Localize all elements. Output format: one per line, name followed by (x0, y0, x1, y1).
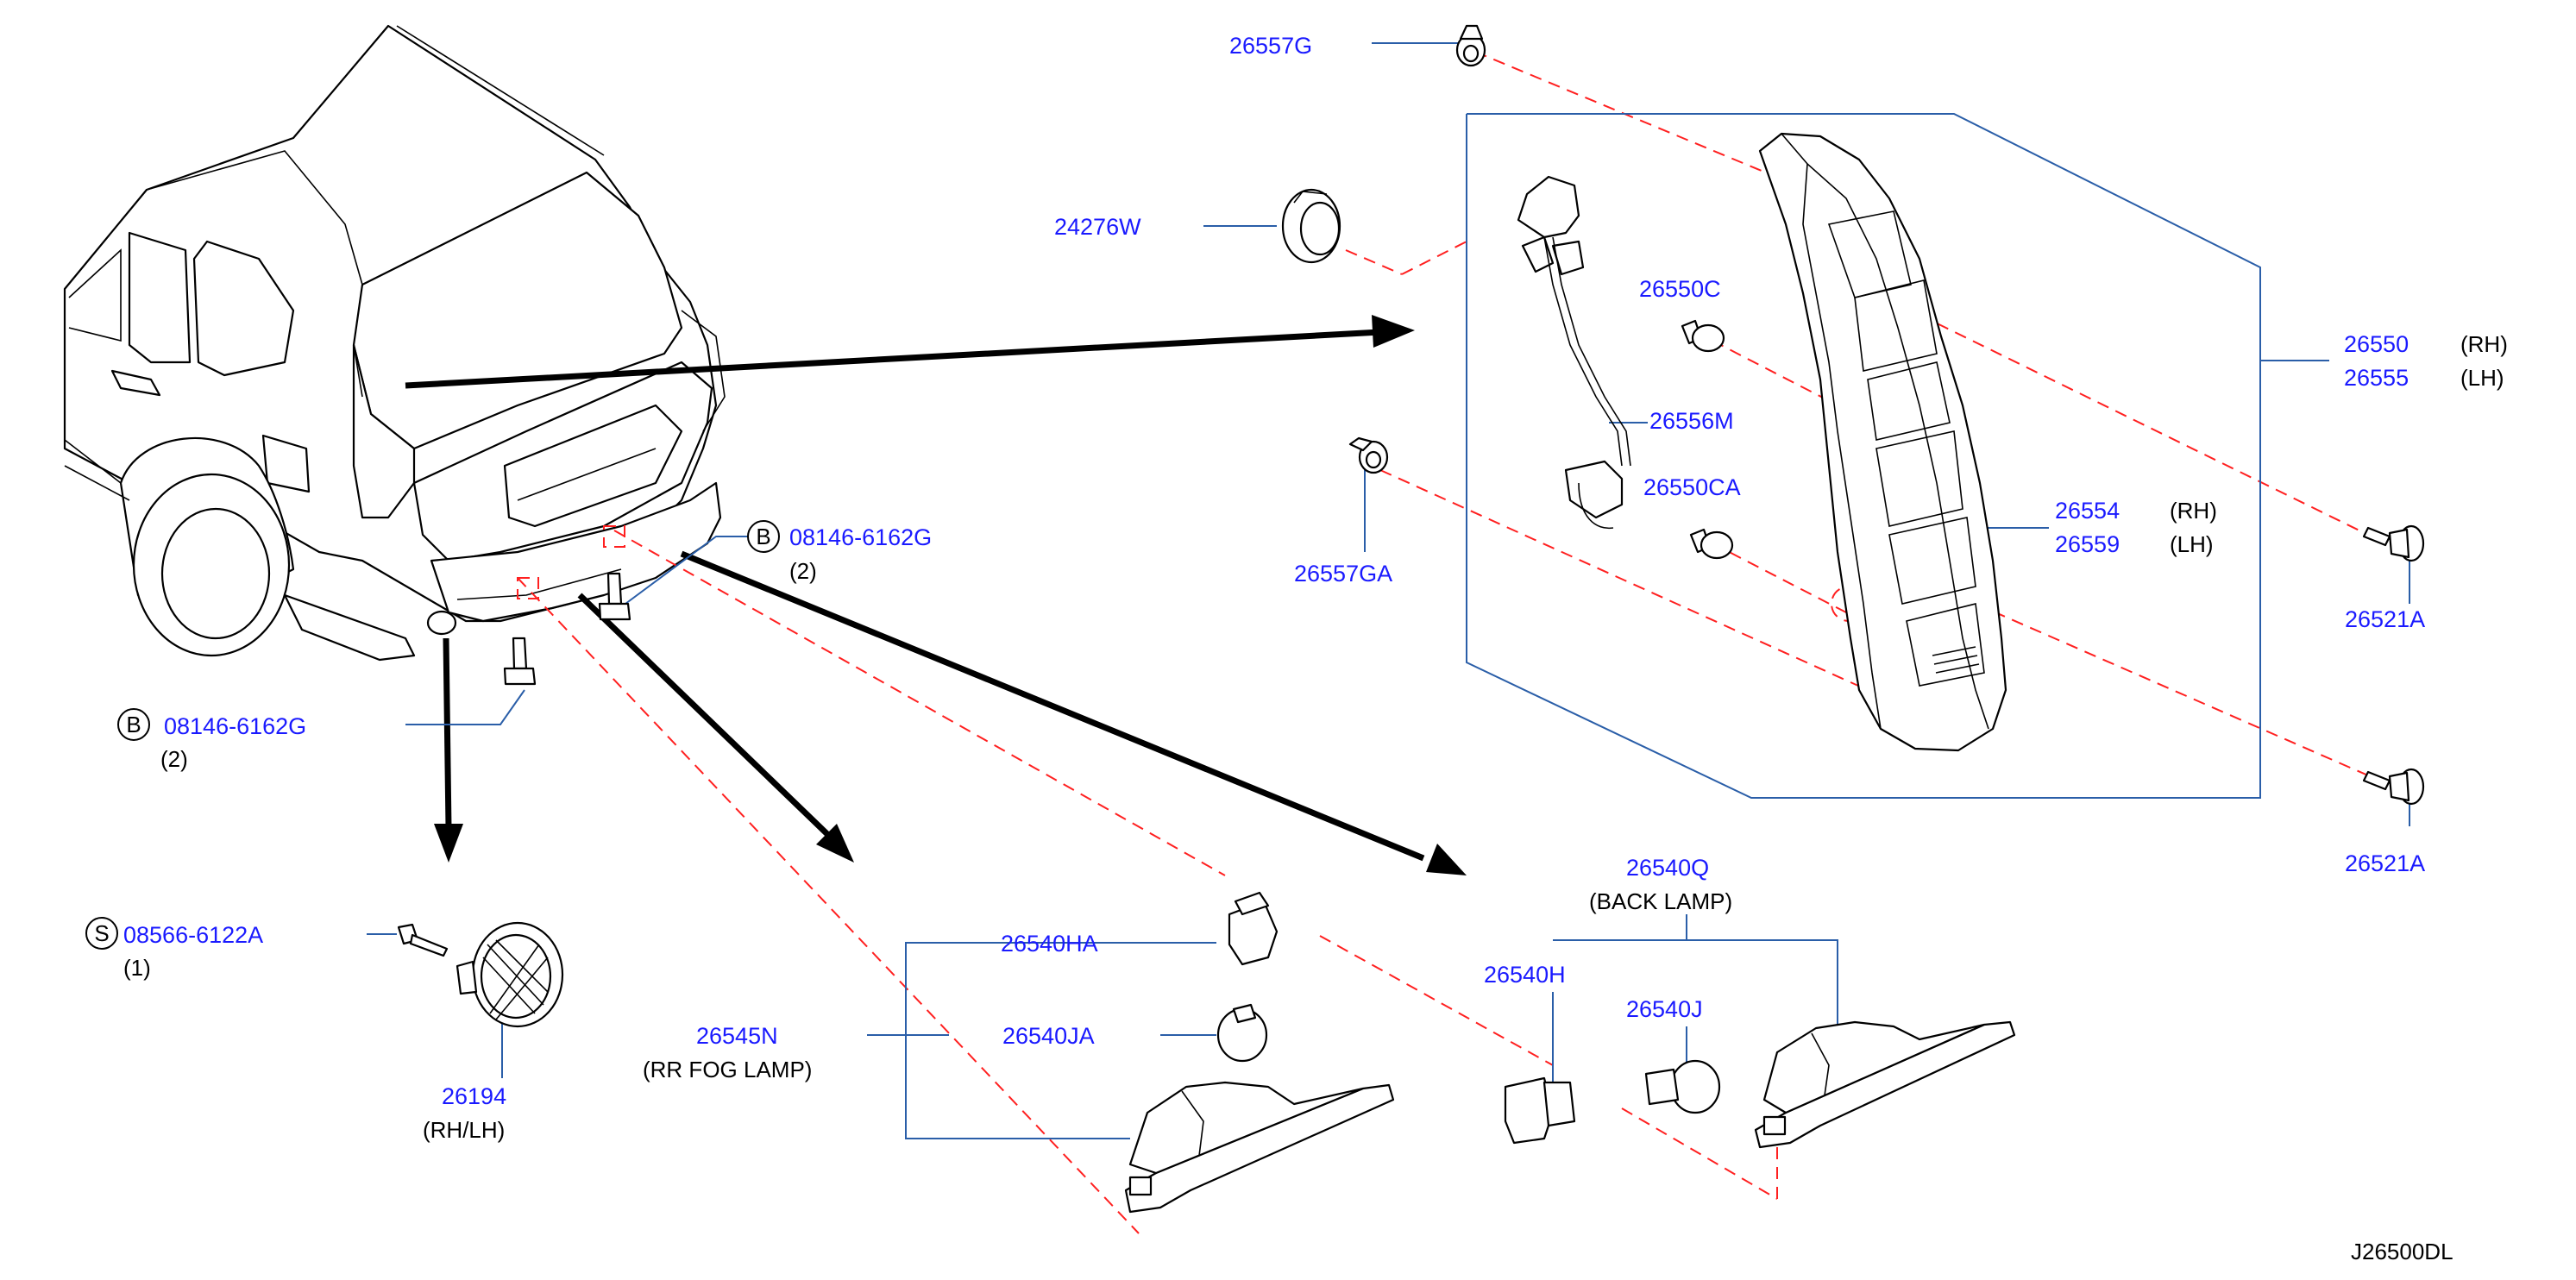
label-26521a-top: 26521A (2345, 606, 2425, 632)
rear-fog-lamp-26545n-icon (1124, 1081, 1395, 1214)
reflex-reflector-26194-icon (456, 921, 564, 1028)
bulb-26550c-icon (1681, 319, 1725, 353)
label-08146-right: 08146-6162G (789, 524, 932, 550)
label-26555: 26555 (2344, 365, 2409, 391)
note-lh-2: (LH) (2170, 531, 2214, 557)
callout-arrows (405, 315, 1467, 875)
note-rh-lh: (RH/LH) (423, 1117, 505, 1143)
label-24276w: 24276W (1054, 214, 1141, 240)
arrow-head-icon (434, 824, 463, 863)
note-qty-1: (1) (123, 955, 151, 981)
note-qty-left: (2) (160, 746, 188, 772)
badge-b-left (117, 708, 150, 741)
vehicle-rear-illustration (63, 24, 726, 662)
label-26545n: 26545N (696, 1023, 778, 1049)
note-back-lamp: (BACK LAMP) (1589, 888, 1732, 914)
back-lamp-26540q-icon (1754, 1020, 2016, 1149)
note-qty-right: (2) (789, 558, 817, 584)
label-26540h: 26540H (1484, 962, 1566, 988)
harness-26556m-icon (1517, 175, 1631, 530)
clip-26557g-icon (1455, 24, 1486, 67)
socket-26540ha-icon (1228, 891, 1279, 966)
arrow-head-icon (1372, 315, 1415, 348)
clip-26557ga-icon (1348, 436, 1389, 474)
badge-s-letter: S (94, 920, 109, 946)
arrow-to-back-lamp (680, 550, 1425, 862)
grommet-24276w-icon (1281, 188, 1341, 264)
label-26554: 26554 (2055, 498, 2120, 524)
arrow-to-reflex-reflector (443, 637, 452, 829)
badge-b-right-letter: B (756, 524, 770, 549)
arrow-to-fog-lamp (577, 593, 831, 838)
screw-26521a-top-icon (2362, 524, 2425, 562)
label-26540j: 26540J (1626, 996, 1703, 1022)
note-lh: (LH) (2460, 365, 2504, 391)
note-rh-2: (RH) (2170, 498, 2217, 524)
screw-26521a-bottom-icon (2362, 768, 2425, 806)
label-26521a-bottom: 26521A (2345, 850, 2425, 876)
badges: B B S (85, 520, 780, 950)
drawing-number: J26500DL (2351, 1239, 2453, 1264)
part-labels: 26557G 24276W 26550C 26556M 26550CA 2655… (123, 33, 2508, 1264)
label-26540q: 26540Q (1626, 855, 1709, 881)
arrow-head-icon (1426, 844, 1467, 875)
arrow-to-rear-combination-lamp (405, 329, 1381, 389)
note-rh: (RH) (2460, 331, 2508, 357)
rear-combination-lamp-26554-icon (1758, 132, 2007, 752)
note-rr-fog-lamp: (RR FOG LAMP) (643, 1057, 812, 1082)
label-26194: 26194 (442, 1083, 506, 1109)
bolt-08146-right-icon (598, 572, 631, 621)
label-26540ja: 26540JA (1002, 1023, 1095, 1049)
bolt-08146-left-icon (503, 637, 537, 686)
bulb-26540ja-icon (1216, 1003, 1268, 1063)
label-26550ca: 26550CA (1643, 474, 1741, 500)
leader-lines (367, 42, 2410, 1139)
label-26550c: 26550C (1639, 276, 1721, 302)
bulb-26550ca-icon (1689, 528, 1734, 560)
label-08146-left: 08146-6162G (164, 713, 306, 739)
socket-26540h-icon (1504, 1076, 1576, 1145)
label-26556m: 26556M (1649, 408, 1734, 434)
label-26559: 26559 (2055, 531, 2120, 557)
bulb-26540j-icon (1644, 1059, 1721, 1114)
label-26550: 26550 (2344, 331, 2409, 357)
label-08566: 08566-6122A (123, 922, 263, 948)
badge-b-left-letter: B (126, 712, 141, 737)
arrow-head-icon (816, 824, 854, 863)
label-26540ha: 26540HA (1001, 931, 1098, 957)
badge-b-right (747, 520, 780, 553)
badge-s (85, 917, 118, 950)
label-26557ga: 26557GA (1294, 561, 1392, 587)
label-26557g: 26557G (1229, 33, 1312, 59)
screw-08566-icon (397, 923, 449, 957)
